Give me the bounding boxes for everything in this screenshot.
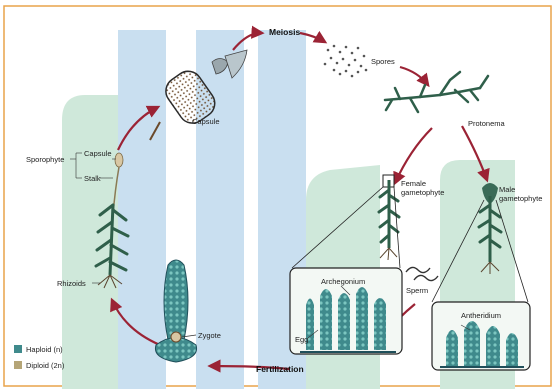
female-gametophyte-label-line1: Female xyxy=(401,179,426,188)
protonema-drawing xyxy=(385,72,488,112)
meiosis-label: Meiosis xyxy=(269,27,300,37)
capsule-label: Capsule xyxy=(84,149,112,158)
legend-swatch-diploid xyxy=(14,361,22,369)
female-gametophyte-label-line2: gametophyte xyxy=(401,188,444,197)
spores-cluster xyxy=(324,45,368,78)
sperm-drawing xyxy=(406,267,438,280)
sperm-label: Sperm xyxy=(406,286,428,295)
capsule-top-label: Capsule xyxy=(192,117,220,126)
male-gametophyte-label-line2: gametophyte xyxy=(499,194,542,203)
rhizoids-label: Rhizoids xyxy=(57,279,86,288)
legend-label-haploid: Haploid (n) xyxy=(26,345,63,354)
arrow-protonema-to-female xyxy=(395,128,432,183)
zygote-label: Zygote xyxy=(198,331,221,340)
legend: Haploid (n) Diploid (2n) xyxy=(14,345,65,370)
egg-label: Egg xyxy=(295,335,308,344)
legend-swatch-haploid xyxy=(14,345,22,353)
male-gametophyte-label-line1: Male xyxy=(499,185,515,194)
sporophyte-label: Sporophyte xyxy=(26,155,64,164)
protonema-label: Protonema xyxy=(468,119,506,128)
arrow-spores-to-protonema xyxy=(400,67,428,85)
antheridium-label: Antheridium xyxy=(461,311,501,320)
legend-label-diploid: Diploid (2n) xyxy=(26,361,65,370)
archegonium-label: Archegonium xyxy=(321,277,365,286)
stalk-label: Stalk xyxy=(84,174,101,183)
spores-label: Spores xyxy=(371,57,395,66)
fertilization-label: Fertilization xyxy=(256,364,304,374)
